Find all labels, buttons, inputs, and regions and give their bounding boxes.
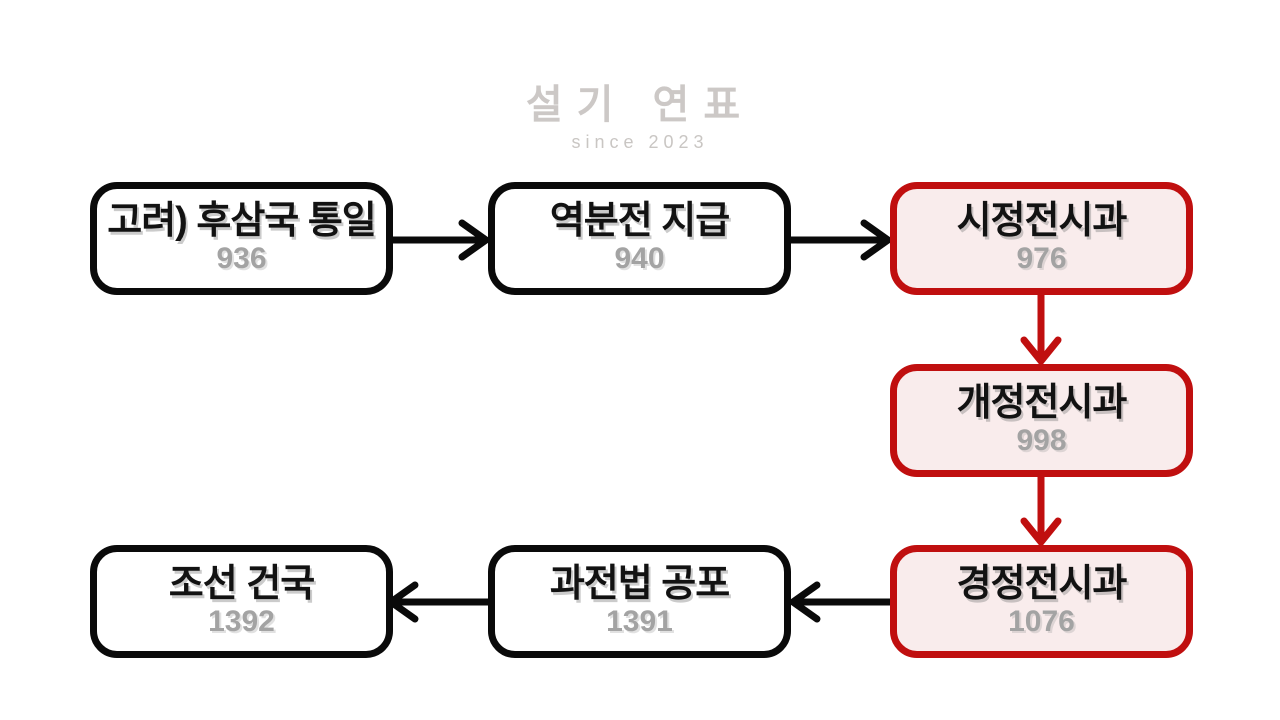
node-yeokbunjeon-payment: 역분전 지급 940 [488, 182, 791, 295]
node-year: 976 [1016, 242, 1067, 276]
watermark: 설기 연표 since 2023 [0, 72, 1280, 153]
node-label: 경정전시과 [956, 562, 1128, 605]
arrow-left-icon [786, 581, 896, 623]
node-sijeong-jeonsigwa: 시정전시과 976 [890, 182, 1193, 295]
node-gyeongjeong-jeonsigwa: 경정전시과 1076 [890, 545, 1193, 658]
arrow-left-icon [384, 581, 494, 623]
watermark-subtitle: since 2023 [571, 132, 709, 152]
node-label: 조선 건국 [168, 562, 315, 605]
node-label: 개정전시과 [956, 381, 1128, 424]
node-goryeo-unification: 고려) 후삼국 통일 936 [90, 182, 393, 295]
arrow-right-icon [785, 219, 895, 261]
node-year: 1392 [208, 605, 275, 639]
node-label: 역분전 지급 [549, 199, 730, 242]
watermark-title: 설기 연표 [525, 83, 755, 127]
node-year: 1391 [606, 605, 673, 639]
arrow-down-icon [1020, 289, 1062, 367]
arrow-down-icon [1020, 471, 1062, 548]
node-year: 940 [614, 242, 665, 276]
arrow-right-icon [387, 219, 493, 261]
node-year: 936 [216, 242, 267, 276]
node-label: 시정전시과 [956, 199, 1128, 242]
node-label: 과전법 공포 [549, 562, 730, 605]
node-joseon-founding: 조선 건국 1392 [90, 545, 393, 658]
node-year: 998 [1016, 424, 1067, 458]
node-gwajeonbeop-promulgation: 과전법 공포 1391 [488, 545, 791, 658]
node-year: 1076 [1008, 605, 1075, 639]
node-label: 고려) 후삼국 통일 [107, 199, 376, 242]
node-gaejeong-jeonsigwa: 개정전시과 998 [890, 364, 1193, 477]
